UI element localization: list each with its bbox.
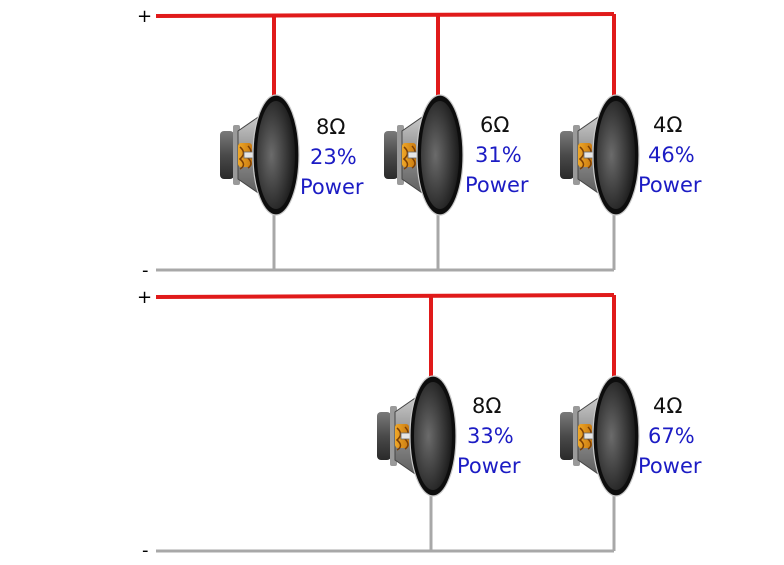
speaker-power-label: Power (638, 454, 702, 478)
speaker-4-ohm: 4Ω 67% Power (559, 375, 702, 497)
speaker-impedance: 8Ω (472, 394, 501, 418)
circuit-two-speakers: + - 8Ω 33% Power 4Ω 67% Power (137, 287, 702, 561)
speaker-8-ohm: 8Ω 33% Power (376, 375, 521, 497)
speaker-power-percent: 46% (648, 143, 695, 167)
speaker-power-label: Power (457, 454, 521, 478)
speaker-8-ohm: 8Ω 23% Power (219, 94, 364, 216)
speaker-icon (383, 94, 464, 216)
speaker-impedance: 6Ω (480, 113, 509, 137)
speaker-impedance: 4Ω (653, 394, 682, 418)
positive-terminal-label: + (137, 6, 152, 27)
speaker-power-label: Power (300, 175, 364, 199)
positive-terminal-label: + (137, 287, 152, 308)
speaker-icon (559, 375, 640, 497)
speaker-icon (559, 94, 640, 216)
speaker-icon (376, 375, 457, 497)
positive-bus-wire (155, 293, 615, 299)
speaker-power-percent: 33% (467, 424, 514, 448)
speaker-power-percent: 31% (475, 143, 522, 167)
speaker-power-percent: 67% (648, 424, 695, 448)
speaker-6-ohm: 6Ω 31% Power (383, 94, 529, 216)
speaker-power-label: Power (638, 173, 702, 197)
positive-bus-wire (155, 12, 615, 18)
speaker-icon (219, 94, 300, 216)
speaker-power-percent: 23% (310, 145, 357, 169)
speaker-impedance: 4Ω (653, 113, 682, 137)
negative-terminal-label: - (142, 540, 149, 561)
speaker-4-ohm: 4Ω 46% Power (559, 94, 702, 216)
speaker-power-label: Power (465, 173, 529, 197)
speaker-impedance: 8Ω (316, 115, 345, 139)
circuit-three-speakers: + - 8Ω 23% Power 6Ω 31% Power 4Ω 46% P (137, 6, 702, 281)
negative-terminal-label: - (142, 260, 149, 281)
